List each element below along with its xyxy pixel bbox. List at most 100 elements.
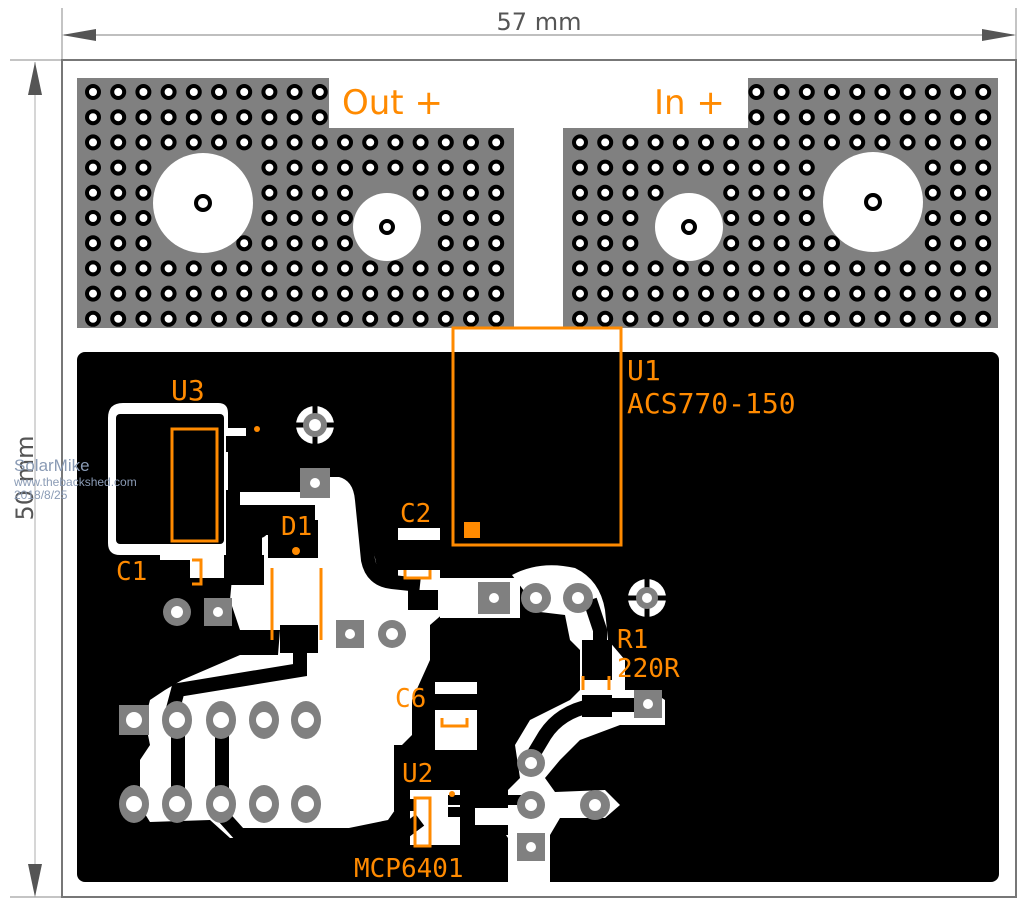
u1-pin1-marker: [464, 522, 480, 538]
via: [286, 285, 303, 302]
mount-hole-small-left: [353, 193, 421, 261]
via: [311, 260, 328, 277]
header-pin-hole: [298, 796, 314, 812]
arrow-down-icon: [28, 864, 42, 897]
via: [236, 260, 253, 277]
via: [236, 235, 253, 252]
via: [437, 134, 454, 151]
via: [110, 285, 127, 302]
via: [236, 310, 253, 327]
via: [135, 235, 152, 252]
via: [211, 134, 227, 151]
via: [135, 310, 152, 327]
via: [798, 260, 815, 277]
via: [773, 159, 790, 176]
via: [185, 285, 202, 302]
via: [185, 260, 202, 277]
via: [110, 235, 127, 252]
via: [110, 159, 127, 176]
via: [437, 310, 454, 327]
via: [975, 210, 992, 226]
via: [463, 210, 479, 226]
via: [437, 184, 454, 201]
via: [261, 84, 278, 100]
via: [874, 310, 891, 327]
via: [211, 84, 227, 100]
via: [236, 134, 253, 151]
via: [647, 184, 664, 201]
via: [924, 159, 941, 176]
header-pin-hole: [169, 712, 185, 728]
via: [261, 159, 278, 176]
via: [924, 260, 941, 277]
via: [261, 210, 278, 226]
via: [698, 159, 714, 176]
via: [236, 84, 253, 100]
via: [622, 184, 639, 201]
via: [261, 134, 278, 151]
via: [798, 134, 815, 151]
label-r1-value: 220R: [617, 654, 680, 684]
via: [874, 84, 891, 100]
via: [110, 134, 127, 151]
via: [437, 235, 454, 252]
via: [135, 109, 152, 126]
via: [311, 210, 328, 226]
via: [572, 210, 588, 226]
via: [85, 134, 101, 151]
via: [849, 310, 866, 327]
height-label: 50 mm: [11, 436, 39, 521]
via-array: [85, 84, 992, 327]
via: [110, 310, 127, 327]
via: [286, 310, 303, 327]
via: [160, 285, 177, 302]
via: [698, 260, 714, 277]
via: [748, 235, 765, 252]
via: [135, 159, 152, 176]
via: [748, 210, 765, 226]
via: [311, 159, 328, 176]
terminal-label-in: In +: [654, 83, 725, 123]
via: [362, 310, 379, 327]
via: [723, 159, 740, 176]
header-pin-hole: [256, 796, 272, 812]
header-pin-hole: [126, 796, 142, 812]
via: [698, 310, 714, 327]
via: [798, 84, 815, 100]
via: [647, 285, 664, 302]
via: [286, 235, 303, 252]
via: [286, 109, 303, 126]
arrow-left-icon: [62, 29, 96, 41]
via: [798, 285, 815, 302]
via: [622, 235, 639, 252]
via: [286, 159, 303, 176]
via: [723, 260, 740, 277]
via: [597, 310, 614, 327]
via: [748, 159, 765, 176]
via: [160, 260, 177, 277]
via: [362, 134, 379, 151]
pad-gnd-thermal-top: [296, 406, 334, 444]
via: [85, 260, 101, 277]
c6-outline: [440, 718, 469, 728]
via: [773, 84, 790, 100]
via: [597, 235, 614, 252]
via: [975, 184, 992, 201]
via: [924, 210, 941, 226]
via: [362, 159, 379, 176]
via: [748, 310, 765, 327]
via: [437, 210, 454, 226]
via: [185, 310, 202, 327]
mount-hole-small-right: [655, 193, 723, 261]
via: [135, 285, 152, 302]
via: [798, 235, 815, 252]
header-pin-hole: [169, 796, 185, 812]
via: [672, 134, 689, 151]
via: [85, 310, 101, 327]
via: [798, 184, 815, 201]
via: [412, 260, 429, 277]
via: [135, 84, 152, 100]
via: [488, 235, 505, 252]
via: [975, 285, 992, 302]
d1-pin-marker: [292, 547, 300, 555]
